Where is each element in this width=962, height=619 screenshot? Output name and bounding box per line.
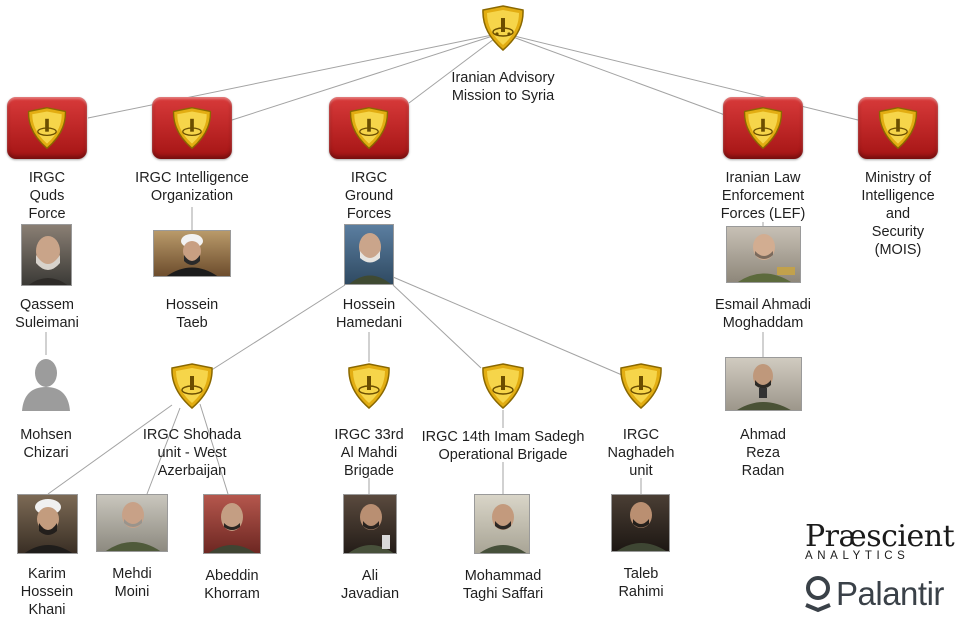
person-label-rahimi: Taleb Rahimi	[618, 566, 664, 600]
person-photo-moini[interactable]	[96, 494, 168, 552]
org-label-al-mahdi-brigade: IRGC 33rd Al Mahdi Brigade	[334, 427, 404, 479]
prescient-analytics-logo: Præscient ANALYTICS	[805, 519, 955, 562]
edge-hamedani-naghadeh	[392, 276, 623, 376]
palantir-logo-icon	[805, 576, 831, 613]
person-photo-suleimani[interactable]	[21, 224, 72, 286]
person-photo-taeb[interactable]	[153, 230, 231, 277]
person-photo-khorram[interactable]	[203, 494, 261, 554]
org-node-ground-forces[interactable]	[329, 97, 409, 159]
org-label-mois: Ministry of Intelligence and Security (M…	[861, 170, 935, 258]
irgc-emblem-icon	[349, 107, 389, 150]
edge-shohada-khani	[47, 404, 173, 495]
root-node[interactable]	[478, 4, 528, 52]
org-node-imam-sadegh-brigade[interactable]	[478, 362, 528, 410]
org-node-al-mahdi-brigade[interactable]	[344, 362, 394, 410]
irgc-emblem-icon	[878, 107, 918, 150]
edge-root-mois	[501, 32, 859, 121]
prescient-logo-name: Præscient	[805, 519, 955, 554]
portrait-icon	[28, 236, 68, 285]
edge-root-quds	[87, 32, 503, 119]
edge-root-ground	[408, 32, 503, 104]
org-node-intelligence-organization[interactable]	[152, 97, 232, 159]
org-label-imam-sadegh-brigade: IRGC 14th Imam Sadegh Operational Brigad…	[421, 429, 585, 463]
org-node-shohada-unit[interactable]	[167, 362, 217, 410]
person-photo-chizari[interactable]	[20, 355, 72, 411]
person-label-javadian: Ali Javadian	[340, 568, 400, 602]
person-photo-rahimi[interactable]	[611, 494, 670, 552]
org-label-law-enforcement-forces: Iranian Law Enforcement Forces (LEF)	[720, 170, 806, 222]
irgc-emblem-icon	[482, 363, 524, 409]
person-label-khorram: Abeddin Khorram	[204, 568, 260, 602]
person-label-moini: Mehdi Moini	[112, 566, 152, 600]
edge-root-lef	[501, 32, 726, 116]
person-photo-saffari[interactable]	[474, 494, 530, 554]
irgc-emblem-icon	[482, 5, 524, 51]
portrait-icon	[106, 502, 160, 551]
org-label-quds-force: IRGC Quds Force	[28, 170, 66, 222]
org-node-quds-force[interactable]	[7, 97, 87, 159]
portrait-icon	[738, 234, 795, 282]
person-label-taeb: Hossein Taeb	[165, 297, 219, 331]
person-silhouette-icon	[22, 359, 70, 411]
irgc-emblem-icon	[27, 107, 67, 150]
person-photo-radan[interactable]	[725, 357, 802, 411]
irgc-emblem-icon	[620, 363, 662, 409]
person-label-saffari: Mohammad Taghi Saffari	[462, 568, 544, 602]
org-node-mois[interactable]	[858, 97, 938, 159]
edge-hamedani-shohada	[209, 284, 346, 372]
portrait-icon	[617, 502, 666, 551]
portrait-icon	[208, 503, 256, 553]
portrait-icon	[349, 233, 391, 284]
org-node-naghadeh-unit[interactable]	[616, 362, 666, 410]
org-label-intelligence-organization: IRGC Intelligence Organization	[135, 170, 249, 204]
org-label-naghadeh-unit: IRGC Naghadeh unit	[607, 427, 675, 479]
person-label-khani: Karim Hossein Khani	[20, 566, 74, 618]
person-label-chizari: Mohsen Chizari	[20, 427, 72, 461]
person-photo-javadian[interactable]	[343, 494, 397, 554]
person-photo-hamedani[interactable]	[344, 224, 394, 285]
irgc-emblem-icon	[348, 363, 390, 409]
prescient-logo-sub: ANALYTICS	[805, 550, 910, 562]
person-photo-moghaddam[interactable]	[726, 226, 801, 283]
portrait-icon	[737, 364, 791, 410]
root-label: Iranian Advisory Mission to Syria	[451, 70, 555, 104]
portrait-icon	[166, 234, 218, 276]
person-photo-khani[interactable]	[17, 494, 78, 554]
palantir-logo: Palantir	[803, 575, 958, 613]
edge-hamedani-sadegh	[392, 284, 482, 369]
person-label-hamedani: Hossein Hamedani	[335, 297, 403, 331]
person-label-radan: Ahmad Reza Radan	[740, 427, 786, 479]
portrait-icon	[479, 504, 527, 553]
palantir-logo-name: Palantir	[836, 575, 944, 612]
edge-root-intel	[231, 32, 503, 121]
edge-shohada-khorram	[199, 403, 229, 495]
org-node-law-enforcement-forces[interactable]	[723, 97, 803, 159]
person-label-moghaddam: Esmail Ahmadi Moghaddam	[715, 297, 811, 331]
person-label-suleimani: Qassem Suleimani	[15, 297, 79, 331]
portrait-icon	[24, 499, 72, 553]
irgc-emblem-icon	[172, 107, 212, 150]
irgc-emblem-icon	[743, 107, 783, 150]
edge-shohada-moini	[146, 407, 181, 495]
portrait-icon	[348, 504, 394, 553]
org-label-shohada-unit: IRGC Shohada unit - West Azerbaijan	[142, 427, 242, 479]
irgc-emblem-icon	[171, 363, 213, 409]
org-label-ground-forces: IRGC Ground Forces	[344, 170, 394, 222]
